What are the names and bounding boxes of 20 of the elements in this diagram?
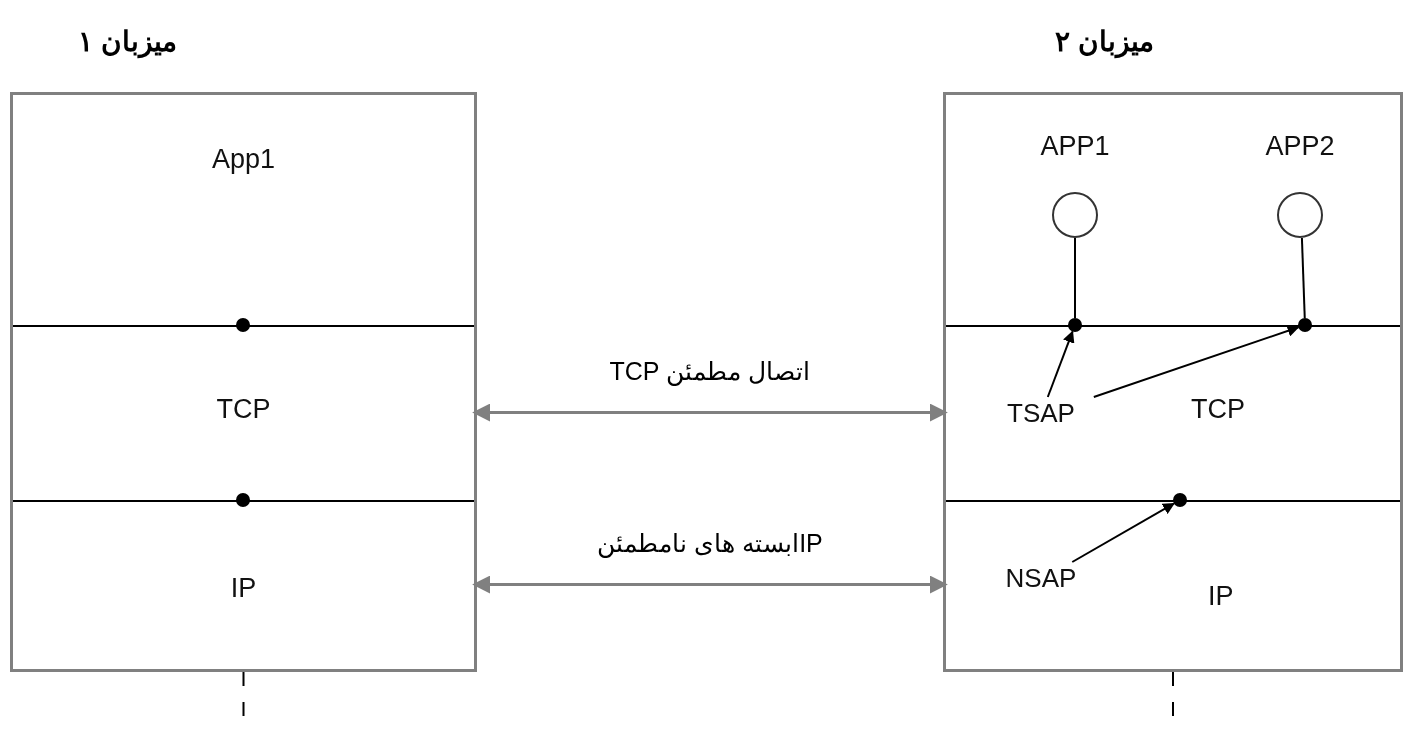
layer-label: IP	[230, 572, 257, 604]
arrow	[1092, 325, 1300, 398]
layer-label: TCP	[216, 393, 271, 425]
layer-label: TCP	[1191, 393, 1245, 425]
app-label: APP2	[1265, 130, 1335, 162]
host-title: میزبان ۱	[78, 25, 177, 60]
access-point-dot	[236, 318, 250, 332]
connector-line	[1074, 237, 1076, 319]
arrow	[1071, 502, 1175, 563]
arrow	[472, 403, 948, 422]
access-point-dot	[236, 493, 250, 507]
arrow	[1046, 330, 1075, 398]
layer-label: App1	[211, 143, 276, 175]
layer-label: IP	[1208, 580, 1234, 612]
arrow	[472, 575, 948, 594]
connector-line	[1300, 237, 1306, 319]
access-point-label: NSAP	[986, 562, 1096, 598]
access-point-label: TSAP	[986, 397, 1096, 433]
app-label: APP1	[1040, 130, 1110, 162]
host-title: میزبان ۲	[1055, 25, 1154, 60]
